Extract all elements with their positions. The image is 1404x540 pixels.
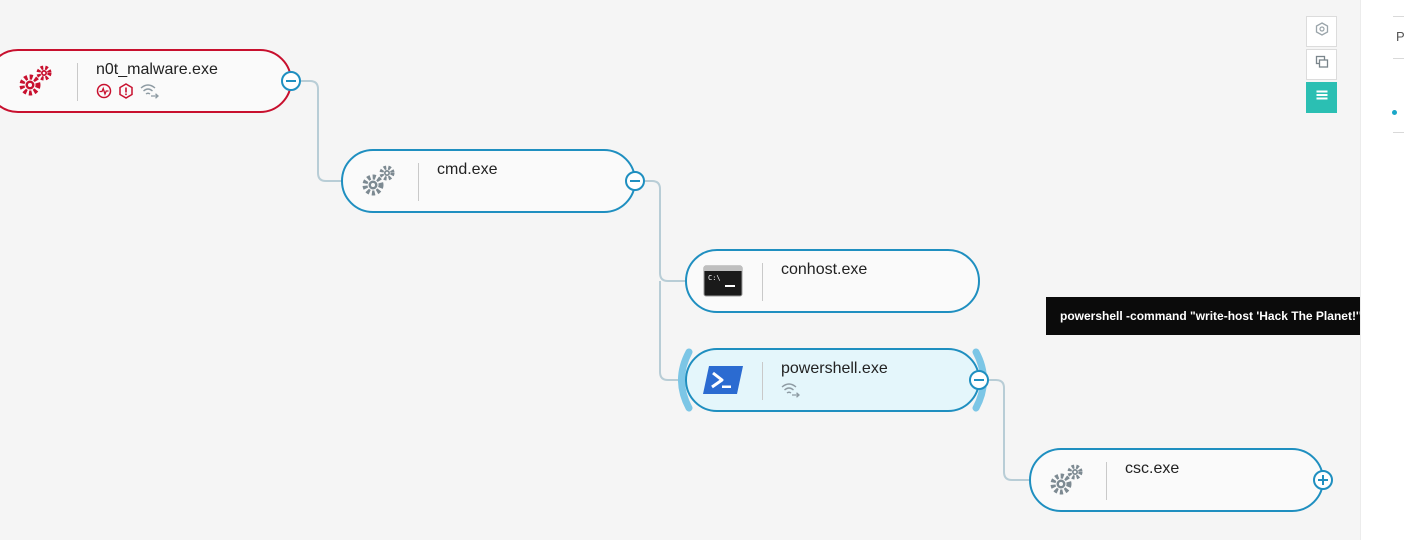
process-name: n0t_malware.exe [96, 61, 218, 78]
node-divider [762, 362, 763, 400]
details-panel: P [1360, 0, 1404, 540]
copy-icon [1315, 55, 1329, 74]
gears-gray-icon [1045, 460, 1089, 500]
panel-divider [1393, 16, 1404, 17]
powershell-icon [701, 360, 745, 400]
panel-label: P [1396, 29, 1404, 44]
process-node-conhost[interactable]: C:\ conhost.exe [685, 249, 980, 313]
activity-icon [96, 83, 112, 104]
panel-divider [1393, 132, 1404, 133]
hexagon-alert-icon [118, 83, 134, 104]
panel-bullet [1392, 110, 1397, 115]
collapse-toggle-powershell[interactable] [969, 370, 989, 390]
node-divider [762, 263, 763, 301]
node-divider [1106, 462, 1107, 500]
process-node-powershell[interactable]: powershell.exe [685, 348, 980, 412]
hexagon-view-button[interactable] [1306, 16, 1337, 47]
collapse-toggle-n0t-malware[interactable] [281, 71, 301, 91]
node-divider [418, 163, 419, 201]
collapse-toggle-cmd[interactable] [625, 171, 645, 191]
expand-toggle-csc[interactable] [1313, 470, 1333, 490]
panel-divider [1393, 58, 1404, 59]
node-divider [77, 63, 78, 101]
process-badges [96, 83, 160, 104]
console-icon: C:\ [701, 261, 745, 301]
list-icon [1315, 88, 1329, 107]
process-badges [781, 382, 801, 403]
copy-view-button[interactable] [1306, 49, 1337, 80]
process-name: csc.exe [1125, 460, 1180, 477]
gears-gray-icon [357, 161, 401, 201]
process-name: powershell.exe [781, 360, 888, 377]
process-node-csc[interactable]: csc.exe [1029, 448, 1324, 512]
list-view-button[interactable] [1306, 82, 1337, 113]
process-tree-canvas: n0t_malware.exe [0, 16, 1404, 512]
process-node-n0t-malware[interactable]: n0t_malware.exe [0, 49, 292, 113]
process-node-cmd[interactable]: cmd.exe [341, 149, 636, 213]
command-line-tooltip: powershell -command "write-host 'Hack Th… [1046, 297, 1404, 335]
hexagon-icon [1315, 22, 1329, 41]
gears-red-icon [14, 61, 58, 101]
graph-toolbar [1306, 16, 1339, 115]
process-name: conhost.exe [781, 261, 868, 278]
network-icon [140, 83, 160, 104]
process-name: cmd.exe [437, 161, 498, 178]
network-icon [781, 382, 801, 403]
tooltip-text: powershell -command "write-host 'Hack Th… [1060, 309, 1365, 323]
svg-text:C:\: C:\ [708, 274, 721, 282]
